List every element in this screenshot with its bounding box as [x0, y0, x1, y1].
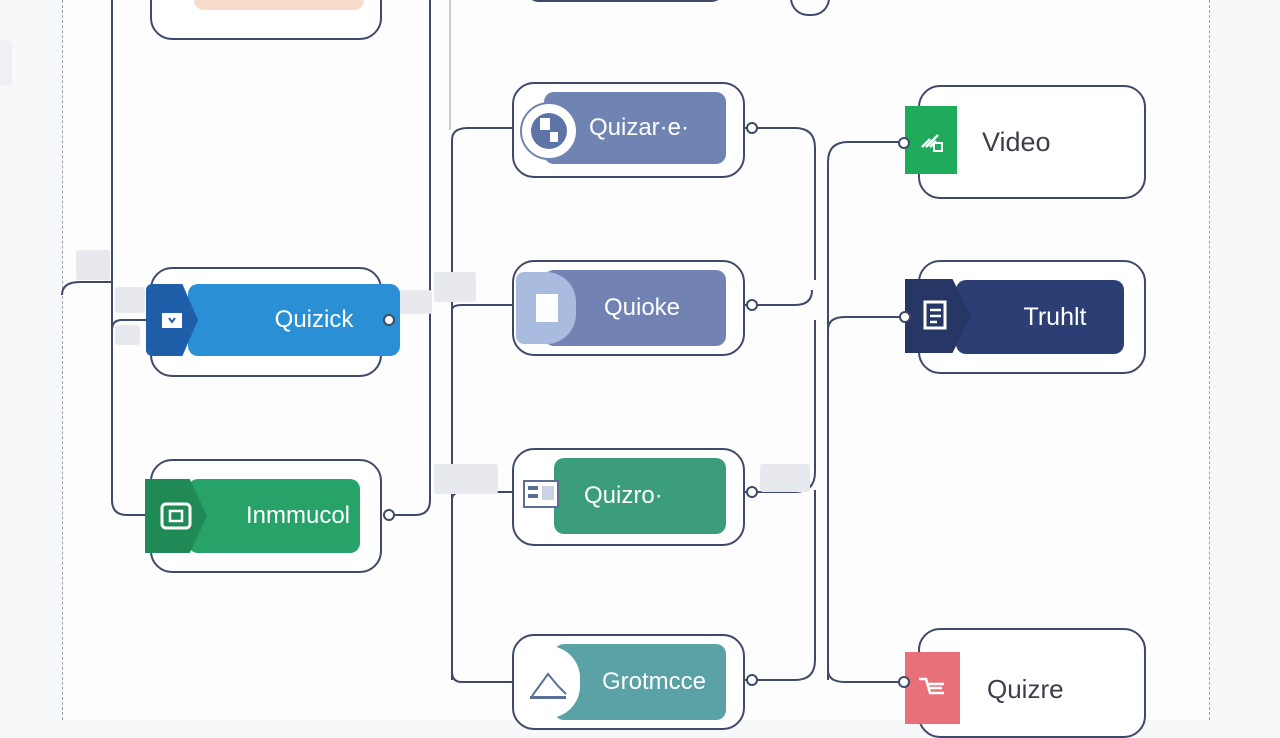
placeholder-block — [115, 325, 140, 345]
node-quizrae-label: Quizar·e· — [588, 114, 690, 141]
node-video-label: Video — [982, 127, 1051, 157]
node-truhl-pill: Truhlt — [956, 280, 1124, 354]
placeholder-block — [434, 464, 498, 494]
grid-card-icon — [522, 478, 562, 512]
node-quiztick-pill: Quizick — [188, 284, 400, 356]
placeholder-block — [434, 272, 476, 302]
wire-to-truhl — [827, 316, 905, 331]
node-quioke-label: Quioke — [603, 294, 681, 321]
node-quiztick[interactable]: Quizick — [146, 267, 400, 377]
chart-icon — [518, 646, 580, 718]
node-grotmcce-pill: Grotmcce — [554, 644, 726, 720]
placeholder-block — [760, 464, 810, 492]
node-top-left-pill — [194, 0, 364, 10]
wire-grotmcce-out — [745, 490, 816, 681]
node-quizrae[interactable]: Quizar·e· — [512, 82, 745, 178]
node-quizrae-pill: Quizar·e· — [544, 92, 726, 164]
node-immmucol-port[interactable] — [383, 509, 395, 521]
node-immmucol-label: Inmmucol — [245, 502, 351, 529]
side-panel-handle[interactable] — [0, 40, 12, 86]
node-quizre-port[interactable] — [898, 676, 910, 688]
node-quioke-port[interactable] — [746, 299, 758, 311]
node-grotmcce-label: Grotmcce — [601, 668, 706, 695]
wire-to-grotmcce — [451, 671, 512, 683]
node-quizro-pill: Quizro· — [554, 458, 726, 534]
wire-left-entry — [61, 281, 112, 296]
wire-mid-trunk — [451, 127, 512, 680]
node-grotmcce[interactable]: Grotmcce — [512, 634, 745, 730]
quiz-circle-icon — [520, 102, 578, 160]
node-grotmcce-port[interactable] — [746, 674, 758, 686]
node-immmucol[interactable]: Inmmucol — [145, 459, 382, 573]
node-video-port[interactable] — [898, 137, 910, 149]
wire-to-quioke — [451, 304, 512, 311]
cart-icon — [905, 652, 960, 724]
node-quizre-label: Quizre — [987, 674, 1064, 704]
wire-to-quizre — [827, 669, 905, 683]
placeholder-block — [76, 250, 110, 280]
wire-to-quiztick — [111, 319, 148, 331]
node-quizrae-port[interactable] — [746, 122, 758, 134]
wire-quizrae-out — [745, 127, 816, 280]
wire-top-to-immmucol — [390, 0, 431, 516]
placeholder-block — [115, 287, 145, 313]
video-icon — [905, 106, 957, 174]
node-quioke[interactable]: Quioke — [512, 260, 745, 356]
node-quizro-label: Quizro· — [584, 482, 663, 509]
wire-quioke-out — [745, 289, 813, 306]
placeholder-block — [398, 290, 432, 314]
node-quizro-port[interactable] — [746, 486, 758, 498]
wire-right-trunk — [827, 141, 905, 680]
node-top-middle[interactable] — [525, 0, 725, 2]
node-truhl-port[interactable] — [899, 311, 911, 323]
node-quizro[interactable]: Quizro· — [512, 448, 745, 546]
node-truhl-label: Truhlt — [1023, 302, 1087, 331]
node-quiztick-port[interactable] — [383, 314, 395, 326]
node-quiztick-label: Quizick — [274, 306, 354, 333]
wire-left-trunk — [111, 0, 150, 516]
node-top-left[interactable] — [150, 0, 382, 40]
document-icon — [516, 272, 576, 344]
node-immmucol-pill: Inmmucol — [188, 479, 360, 553]
